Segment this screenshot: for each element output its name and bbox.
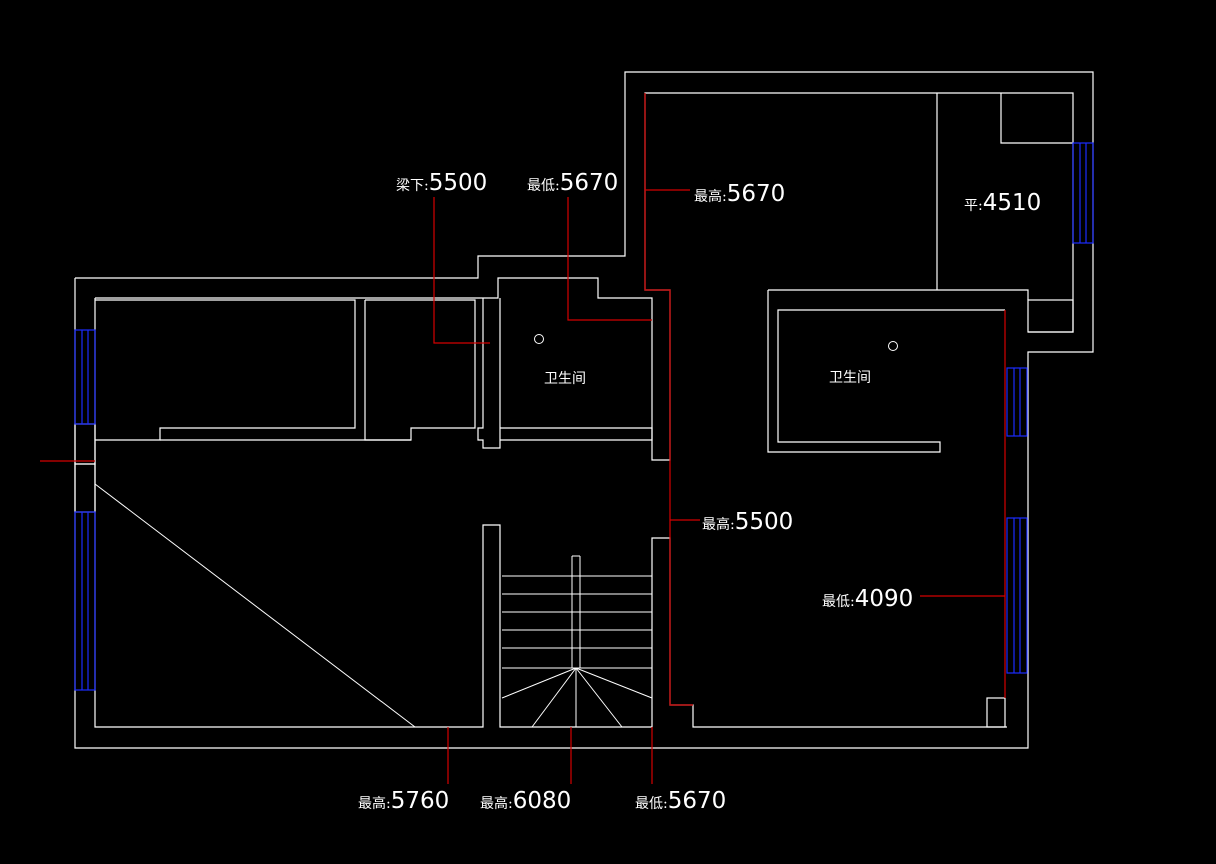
bathroom-left-bottom — [500, 427, 653, 441]
window-right-upper — [1006, 367, 1028, 437]
bathroom-left-wall — [477, 298, 501, 449]
label-value: 4090 — [855, 586, 914, 612]
label-prefix: 最低: — [635, 796, 668, 812]
height-label-highest-bottom-mid: 最高:6080 — [480, 788, 571, 814]
right-room-outer — [768, 289, 1029, 300]
column-bottom-right — [986, 697, 1006, 728]
label-prefix: 平: — [964, 198, 983, 214]
height-label-beam-under: 梁下:5500 — [396, 170, 487, 196]
label-value: 5500 — [735, 509, 794, 535]
height-label-highest-top: 最高:5670 — [694, 181, 785, 207]
label-prefix: 最高: — [480, 795, 513, 812]
partitions — [74, 93, 1074, 728]
staircase — [501, 555, 653, 728]
height-label-lowest-bottom-right: 最低:5670 — [635, 788, 726, 814]
label-value: 4510 — [983, 190, 1042, 216]
height-label-highest-bottom-left: 最高:5760 — [358, 788, 449, 814]
label-prefix: 梁下: — [396, 178, 429, 194]
label-prefix: 最高: — [358, 795, 391, 812]
label-value: 6080 — [513, 788, 572, 814]
exterior-wall-outline — [74, 71, 1094, 749]
interior-wall-bottom — [94, 298, 1007, 728]
leader-highest-top — [644, 93, 693, 706]
label-value: 5760 — [391, 788, 450, 814]
window-right-lower — [1006, 517, 1028, 674]
window-top-right — [1072, 142, 1094, 244]
wardrobe-left — [95, 299, 356, 441]
label-prefix: 最高: — [694, 188, 727, 205]
floor-drain-left — [534, 334, 544, 344]
wardrobe-right — [364, 299, 476, 441]
label-prefix: 最低: — [527, 178, 560, 194]
label-prefix: 最高: — [702, 516, 735, 533]
window-left-upper — [74, 329, 96, 425]
label-value: 5500 — [429, 170, 488, 196]
small-closet-right — [1027, 299, 1074, 333]
height-label-flat-right: 平:4510 — [964, 190, 1041, 216]
height-label-lowest-right: 最低:4090 — [822, 586, 913, 612]
window-left-lower — [74, 511, 96, 691]
height-label-highest-mid: 最高:5500 — [702, 509, 793, 535]
floor-drain-right — [888, 341, 898, 351]
label-value: 5670 — [668, 788, 727, 814]
label-value: 5670 — [727, 181, 786, 207]
right-bathroom-wall — [767, 290, 1005, 453]
room-label-bathroom-left: 卫生间 — [544, 371, 586, 387]
leader-beam-under — [433, 197, 490, 344]
label-prefix: 最低: — [822, 594, 855, 610]
closet-top-right — [1000, 93, 1073, 144]
interior-wall-outline — [95, 92, 1074, 461]
label-value: 5670 — [560, 170, 619, 196]
wall-stub-left-2 — [74, 463, 96, 513]
wall-stub-left — [74, 423, 96, 465]
windows — [74, 142, 1094, 691]
leader-lines — [40, 93, 1006, 784]
room-label-bathroom-right: 卫生间 — [829, 370, 871, 386]
diagonal-line — [94, 483, 416, 728]
height-label-lowest-top: 最低:5670 — [527, 170, 618, 196]
leader-lowest-top — [567, 197, 652, 321]
